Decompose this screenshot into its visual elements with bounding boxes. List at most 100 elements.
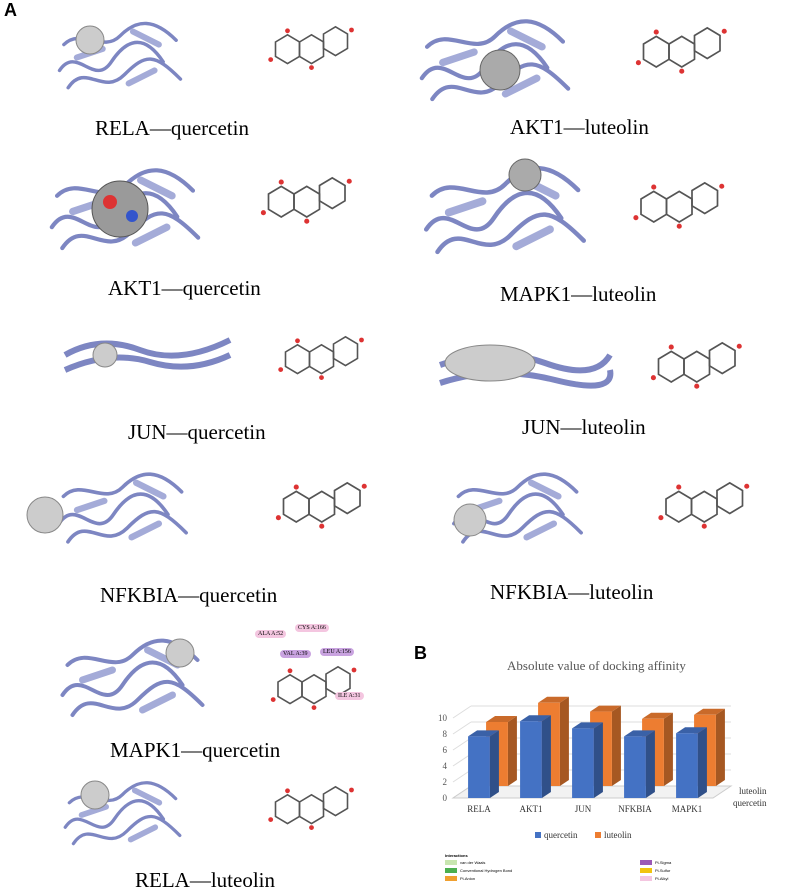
y-tick-label: 4 [443, 761, 448, 771]
depth-axis-label: quercetin [733, 798, 767, 808]
legend-swatch [535, 832, 541, 838]
depth-axis-label: luteolin [739, 786, 767, 796]
interaction-diagram-image [615, 10, 740, 95]
bar-luteolin-side [559, 696, 569, 786]
protein-structure-image [30, 770, 215, 860]
y-tick-label: 10 [438, 713, 448, 723]
interactions-legend-title: Interactions [445, 853, 468, 858]
docking-nfkbia-luteolin: NFKBIA—luteolin [395, 450, 789, 610]
bar-quercetin [572, 728, 594, 798]
bar-luteolin-side [611, 705, 621, 786]
docking-caption: RELA—luteolin [135, 868, 275, 892]
y-tick-label: 8 [443, 729, 448, 739]
legend-item: Pi-Anion [445, 876, 476, 882]
bar-luteolin-top [486, 716, 517, 722]
bar-luteolin-top [642, 712, 673, 719]
x-tick-label: RELA [467, 804, 491, 814]
protein-structure-image [63, 337, 232, 373]
bar-luteolin-side [663, 712, 673, 786]
docking-jun-quercetin: JUN—quercetin [0, 310, 395, 445]
legend-item: van der Waals [445, 860, 486, 866]
interaction-diagram-image [255, 465, 380, 550]
protein-structure-image [26, 460, 240, 560]
bar-quercetin-side [593, 722, 603, 798]
protein-structure-image [40, 625, 225, 735]
docking-caption: NFKBIA—quercetin [100, 583, 278, 607]
bar-quercetin [624, 736, 646, 798]
docking-caption: MAPK1—quercetin [110, 738, 281, 762]
protein-structure-image [438, 344, 614, 389]
residue-label: ALA A:52 [255, 630, 287, 638]
x-tick-label: MAPK1 [672, 804, 703, 814]
legend-swatch [640, 868, 652, 874]
gridline [452, 737, 472, 751]
interaction-diagram-image [245, 770, 370, 850]
docking-rela-luteolin: RELA—luteolin [0, 765, 395, 892]
legend-label: luteolin [604, 830, 632, 840]
docking-caption: RELA—quercetin [95, 116, 249, 140]
legend-swatch [445, 860, 457, 866]
legend-swatch [640, 860, 652, 866]
bar-quercetin-top [572, 722, 603, 729]
residue-label: ILE A:31 [335, 692, 364, 700]
interaction-diagram-image [255, 320, 380, 400]
chart-title: Absolute value of docking affinity [507, 658, 686, 673]
docking-rela-quercetin: RELA—quercetin [0, 8, 395, 150]
x-tick-label: JUN [575, 804, 592, 814]
legend-item: Pi-Alkyl [640, 876, 668, 882]
interaction-diagram-image [630, 325, 755, 410]
bar-luteolin-top [590, 705, 621, 712]
bar-quercetin-top [520, 715, 551, 722]
x-tick-label: AKT1 [520, 804, 543, 814]
legend-label: Pi-Anion [460, 876, 476, 881]
legend-label: Pi-Sigma [655, 860, 672, 865]
legend-item: Pi-Sigma [640, 860, 672, 866]
legend-swatch [595, 832, 601, 838]
docking-mapk1-luteolin: MAPK1—luteolin [395, 150, 789, 310]
bar-luteolin-side [507, 716, 517, 786]
legend-label: van der Waals [460, 860, 486, 865]
bar-quercetin [468, 736, 490, 798]
legend-label: quercetin [544, 830, 578, 840]
protein-structure-image [415, 158, 595, 275]
legend-label: Pi-Sulfur [655, 868, 671, 873]
bar-quercetin [676, 733, 698, 798]
bar-quercetin-side [697, 727, 707, 798]
docking-caption: JUN—luteolin [522, 415, 646, 439]
interaction-diagram-image [635, 465, 765, 550]
docking-akt1-quercetin: AKT1—quercetin [0, 150, 395, 305]
residue-label: CYS A:166 [295, 624, 329, 632]
y-tick-label: 2 [443, 777, 448, 787]
interaction-diagram-image [245, 650, 375, 730]
bar-quercetin-side [645, 730, 655, 798]
protein-structure-image [40, 154, 210, 269]
bar-quercetin-top [624, 730, 655, 737]
legend-item: Conventional Hydrogen Bond [445, 868, 513, 874]
bar-quercetin [520, 721, 542, 798]
x-tick-label: NFKBIA [618, 804, 652, 814]
bar-quercetin-top [676, 727, 707, 734]
docking-caption: MAPK1—luteolin [500, 282, 657, 306]
docking-caption: AKT1—luteolin [510, 115, 649, 139]
interaction-diagram: ALA A:52 CYS A:166 VAL A:39 LEU A:156 IL… [235, 620, 395, 740]
docking-caption: NFKBIA—luteolin [490, 580, 654, 604]
panel-b-label: B [414, 643, 427, 663]
protein-structure-image [30, 10, 210, 105]
docking-caption: JUN—quercetin [128, 420, 266, 444]
interactions-legend: Interactions van der Waals Conventional … [445, 853, 745, 889]
residue-label: VAL A:39 [280, 650, 311, 658]
docking-jun-luteolin: JUN—luteolin [395, 310, 789, 445]
bar-quercetin-side [489, 730, 499, 798]
interaction-diagram-image [245, 10, 370, 90]
legend-swatch [640, 876, 652, 882]
protein-structure-image [400, 5, 590, 120]
bar-quercetin-top [468, 730, 499, 737]
bar-luteolin-top [694, 708, 725, 715]
gridline [452, 769, 472, 783]
gridline [452, 705, 472, 719]
y-tick-label: 0 [443, 793, 448, 803]
legend-label: Conventional Hydrogen Bond [460, 868, 513, 873]
docking-akt1-luteolin: AKT1—luteolin [395, 0, 789, 150]
